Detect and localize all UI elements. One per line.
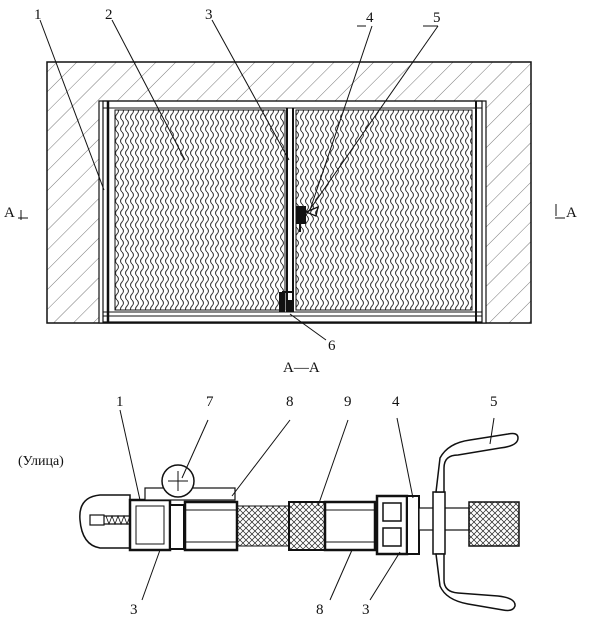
callout-8-section-bottom: 8 — [316, 602, 324, 618]
callout-1-section: 1 — [116, 394, 124, 410]
section-view: (Улица) 1 7 8 9 4 5 3 8 3 — [18, 394, 520, 618]
callout-3-section-right: 3 — [362, 602, 370, 618]
handle-outer — [435, 432, 519, 493]
meeting-stile-left — [375, 494, 409, 556]
leaf-profile-middle — [288, 501, 326, 551]
callout-9-section: 9 — [344, 394, 352, 410]
gate-frame — [102, 100, 483, 323]
left-leaf-panel — [114, 109, 286, 311]
callout-3-section-left: 3 — [130, 602, 138, 618]
callout-1-elevation: 1 — [34, 7, 42, 23]
callout-3-elevation: 3 — [205, 7, 213, 23]
callout-2-elevation: 2 — [105, 7, 113, 23]
handle-inner — [435, 553, 516, 612]
callout-4-section: 4 — [392, 394, 400, 410]
section-title: A—A — [283, 360, 320, 376]
right-leaf-panel — [295, 109, 473, 311]
section-mark-right: A — [566, 205, 577, 221]
street-label: (Улица) — [18, 454, 64, 469]
floor-bolt — [279, 291, 292, 312]
callout-5-section: 5 — [490, 394, 498, 410]
callout-8-section-top: 8 — [286, 394, 294, 410]
handle — [296, 205, 319, 232]
meeting-stile-right — [406, 495, 420, 555]
callout-4-elevation: 4 — [366, 10, 374, 26]
infill-1 — [236, 505, 290, 547]
callout-5-elevation: 5 — [433, 10, 441, 26]
leaf-profile-left — [183, 500, 239, 552]
callout-6-elevation: 6 — [328, 338, 336, 354]
section-mark-left: A — [4, 205, 15, 221]
wall-end — [79, 494, 131, 549]
infill-2 — [468, 501, 520, 547]
callout-7-section: 7 — [206, 394, 214, 410]
elevation-view: 1 2 3 4 5 6 A A — [4, 7, 577, 354]
